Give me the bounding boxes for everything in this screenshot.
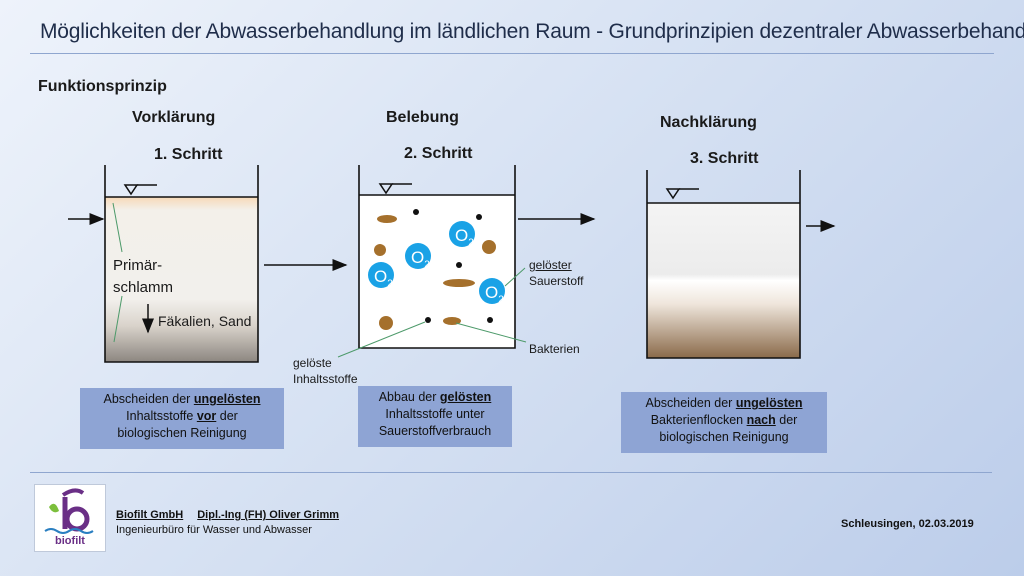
logo-text: biofilt — [55, 535, 85, 547]
oxygen-label: O2 — [374, 267, 393, 290]
pointer-line — [455, 322, 527, 343]
oxygen-bubble — [368, 262, 394, 288]
footer-divider — [30, 472, 992, 473]
tank-nachklaerung — [646, 170, 801, 359]
oxygen-bubble — [449, 221, 475, 247]
oxygen-label: O2 — [485, 283, 504, 306]
tank-vorklaerung — [104, 165, 259, 363]
settled-solids-label: Fäkalien, Sand — [158, 313, 252, 329]
footer-subtitle: Ingenieurbüro für Wasser und Abwasser — [116, 524, 312, 536]
pointer-line — [113, 295, 123, 343]
oxygen-bubble — [405, 243, 431, 269]
step-1-label: 1. Schritt — [154, 146, 223, 163]
oxygen-label: O2 — [455, 226, 474, 249]
bacteria-flake — [379, 316, 393, 330]
footer-place-date: Schleusingen, 02.03.2019 — [841, 518, 974, 530]
description-box-1: Abscheiden der ungelösten Inhaltsstoffe … — [80, 388, 284, 449]
biofilt-logo-icon — [44, 488, 94, 534]
stage-name-belebung: Belebung — [386, 109, 459, 126]
dissolved-particle — [425, 317, 431, 323]
dissolved-particle — [456, 262, 462, 268]
stage-name-nachklaerung: Nachklärung — [660, 114, 757, 131]
bacteria-flake — [482, 240, 496, 254]
water-level-icon — [378, 183, 412, 195]
pointer-line — [337, 321, 426, 358]
bacteria-flake — [443, 279, 475, 287]
oxygen-bubble — [479, 278, 505, 304]
water-level-icon — [665, 188, 699, 200]
pointer-line — [504, 267, 526, 287]
description-box-2: Abbau der gelösten Inhaltsstoffe unter S… — [358, 386, 512, 447]
page-title: Möglichkeiten der Abwasserbehandlung im … — [40, 20, 1024, 43]
stage-name-vorklaerung: Vorklärung — [132, 109, 216, 126]
dissolved-particle — [413, 209, 419, 215]
primary-sludge-label: Primär-schlamm — [113, 257, 174, 296]
description-box-3: Abscheiden der ungelösten Bakterienflock… — [621, 392, 827, 453]
water-level-icon — [123, 184, 157, 196]
biofilt-logo: biofilt — [34, 484, 106, 552]
bacteria-flake — [377, 215, 397, 223]
process-diagram — [68, 165, 836, 363]
dissolved-particle — [476, 214, 482, 220]
oxygen-label: O2 — [411, 248, 430, 271]
title-divider — [30, 53, 994, 54]
step-3-label: 3. Schritt — [690, 150, 759, 167]
pointer-line — [112, 202, 123, 253]
bacteria-flake — [374, 244, 386, 256]
section-heading: Funktionsprinzip — [38, 78, 167, 95]
dissolved-particle — [487, 317, 493, 323]
bacteria-label: Bakterien — [529, 342, 580, 356]
step-2-label: 2. Schritt — [404, 145, 473, 162]
